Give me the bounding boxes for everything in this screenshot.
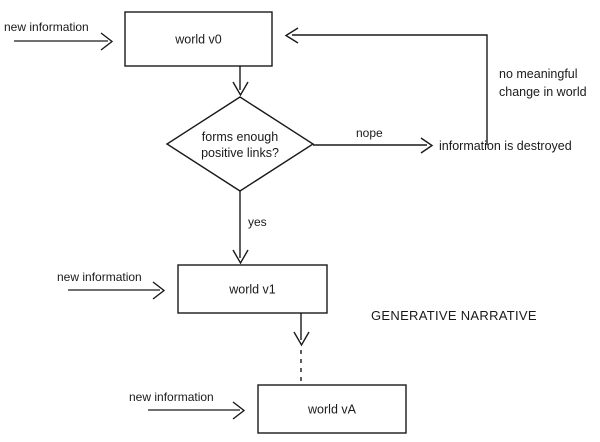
node-world-vA[interactable]: world vA — [257, 384, 407, 434]
edge-decision-to-world-v1 — [232, 191, 249, 265]
edge-new-information-to-world-vA — [148, 401, 246, 420]
node-world-v1-label: world v1 — [228, 283, 276, 297]
edge-label-new-information-bottom: new information — [129, 390, 214, 404]
node-information-destroyed-label: information is destroyed — [439, 139, 572, 153]
edge-feedback-to-world-v0 — [284, 27, 488, 145]
edge-new-information-to-world-v1 — [68, 281, 166, 300]
edge-line — [292, 34, 488, 145]
edge-label-yes: yes — [248, 215, 267, 229]
node-decision-diamond[interactable]: forms enough positive links? — [165, 96, 315, 192]
edge-label-feedback-line1: no meaningful — [499, 67, 578, 81]
node-world-v0-label: world v0 — [174, 33, 222, 47]
node-world-v0[interactable]: world v0 — [124, 11, 273, 67]
node-world-v0-box[interactable] — [124, 11, 273, 67]
edge-decision-to-destroyed — [313, 137, 434, 154]
node-decision-label-line1: forms enough — [202, 130, 278, 144]
node-world-vA-box[interactable] — [257, 384, 407, 434]
arrowhead-down-icon — [232, 249, 249, 265]
node-world-v1[interactable]: world v1 — [177, 264, 328, 314]
arrowhead-down-icon — [293, 331, 310, 347]
arrowhead-right-icon — [100, 32, 114, 51]
node-world-v1-box[interactable] — [177, 264, 328, 314]
edge-world-v1-to-world-vA — [293, 313, 310, 384]
edge-new-information-to-world-v0 — [14, 32, 114, 51]
edge-label-feedback-line2: change in world — [499, 85, 587, 99]
diagram-caption: GENERATIVE NARRATIVE — [371, 308, 537, 323]
edge-label-nope: nope — [356, 126, 383, 140]
arrowhead-right-icon — [420, 137, 434, 154]
arrowhead-right-icon — [232, 401, 246, 420]
arrowhead-right-icon — [152, 281, 166, 300]
node-world-vA-label: world vA — [307, 403, 357, 417]
node-decision-shape[interactable] — [165, 96, 315, 192]
edge-label-new-information-mid: new information — [57, 270, 142, 284]
node-decision-label-line2: positive links? — [201, 146, 279, 160]
arrowhead-left-icon — [284, 27, 299, 44]
arrowhead-down-icon — [232, 81, 249, 97]
edge-world-v0-to-decision — [232, 66, 249, 97]
edge-label-new-information-top: new information — [4, 20, 89, 34]
